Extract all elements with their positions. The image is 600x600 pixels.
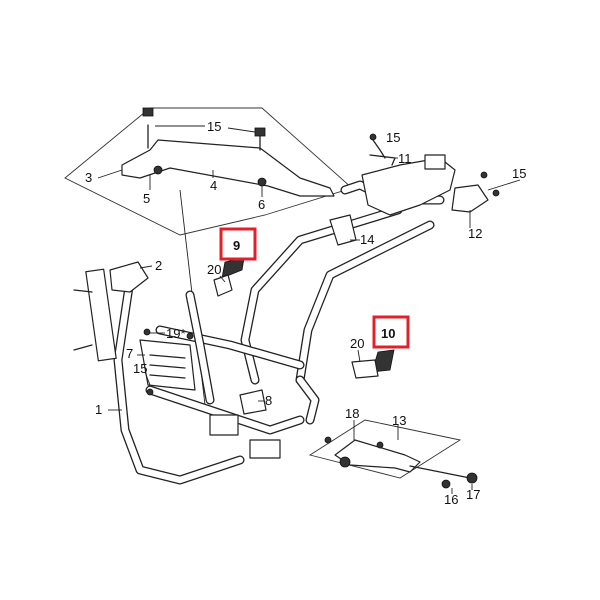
- plate-7-ribs: [149, 354, 186, 379]
- swing-bracket-group: [308, 419, 478, 494]
- part-labels: 1 2 3 4 5 6 7 8 11 12 13 14 15 15 15 15 …: [85, 119, 526, 507]
- leader-15c: [487, 179, 521, 191]
- footrest-10-bracket: [351, 359, 379, 379]
- label-14: 14: [360, 232, 374, 247]
- highlight-box-10: [372, 315, 410, 349]
- lower-mount-block: [249, 439, 281, 459]
- label-11: 11: [398, 151, 412, 166]
- plate-7: [139, 339, 196, 391]
- bolt-17-shaft: [409, 465, 471, 479]
- bolt-head-a: [142, 107, 154, 117]
- leader-3: [97, 169, 123, 179]
- bolt-15d: [146, 388, 154, 396]
- label-5: 5: [143, 191, 150, 206]
- highlight-9[interactable]: 9: [219, 227, 257, 261]
- bushing-18b: [376, 441, 384, 449]
- label-2: 2: [155, 258, 162, 273]
- label-10: 10: [381, 326, 395, 341]
- bolt-15c-b: [480, 171, 488, 179]
- engine-mount-block: [209, 414, 239, 436]
- nut-5: [153, 165, 163, 175]
- bolt-19b: [186, 332, 194, 340]
- bracket-assembly-group: [64, 107, 353, 406]
- bolt-head-b: [254, 127, 266, 137]
- front-head-stock: [73, 261, 153, 362]
- label-1: 1: [95, 402, 102, 417]
- rear-mount-block: [424, 154, 446, 170]
- label-16: 16: [444, 492, 458, 507]
- mount-8-group: [209, 389, 281, 459]
- label-13: 13: [392, 413, 406, 428]
- highlight-10[interactable]: 10: [372, 315, 410, 349]
- label-20a: 20: [207, 262, 221, 277]
- label-15b: 15: [386, 130, 400, 145]
- nut-6: [257, 177, 267, 187]
- head-tube: [85, 268, 117, 362]
- bolt-15b-shaft: [372, 139, 386, 159]
- nut-16: [441, 479, 451, 489]
- label-15d: 15: [133, 361, 147, 376]
- rear-subframe: [329, 133, 521, 246]
- rear-subframe-plate: [361, 157, 456, 216]
- bolt-17-head: [466, 472, 478, 484]
- footrest-9-group: [213, 257, 245, 297]
- label-6: 6: [258, 197, 265, 212]
- frame-tubes: [113, 180, 445, 485]
- bushing-18c: [339, 456, 351, 468]
- leader-20a: [219, 275, 226, 283]
- label-17: 17: [466, 487, 480, 502]
- footrest-10-group: [351, 349, 395, 379]
- footrest-9-pad: [221, 257, 245, 279]
- bushing-18a: [324, 436, 332, 444]
- bolt-15c: [492, 189, 500, 197]
- label-7: 7: [126, 346, 133, 361]
- label-3: 3: [85, 170, 92, 185]
- leader-2: [139, 265, 153, 269]
- highlight-box-9: [219, 227, 257, 261]
- label-18: 18: [345, 406, 359, 421]
- bracket-plate: [121, 139, 335, 197]
- bracket-12: [451, 184, 489, 213]
- bolt-15b: [369, 133, 377, 141]
- head-tube-ribs: [73, 289, 93, 351]
- footrest-9-bracket: [213, 274, 233, 297]
- label-9: 9: [233, 238, 240, 253]
- leader-15d: [144, 371, 151, 386]
- bolt-19a: [143, 328, 151, 336]
- label-15a: 15: [207, 119, 221, 134]
- leader-15a-b: [227, 127, 256, 133]
- mount-8: [239, 389, 267, 415]
- clip-11: [369, 154, 396, 166]
- center-plate-group: [108, 328, 196, 411]
- label-8: 8: [265, 393, 272, 408]
- label-20b: 20: [350, 336, 364, 351]
- label-19: 19*: [166, 326, 186, 341]
- swing-callout-outline: [308, 419, 462, 479]
- label-4: 4: [210, 178, 217, 193]
- label-15c: 15: [512, 166, 526, 181]
- bracket-2: [109, 261, 149, 293]
- leader-20b: [357, 349, 361, 363]
- label-12: 12: [468, 226, 482, 241]
